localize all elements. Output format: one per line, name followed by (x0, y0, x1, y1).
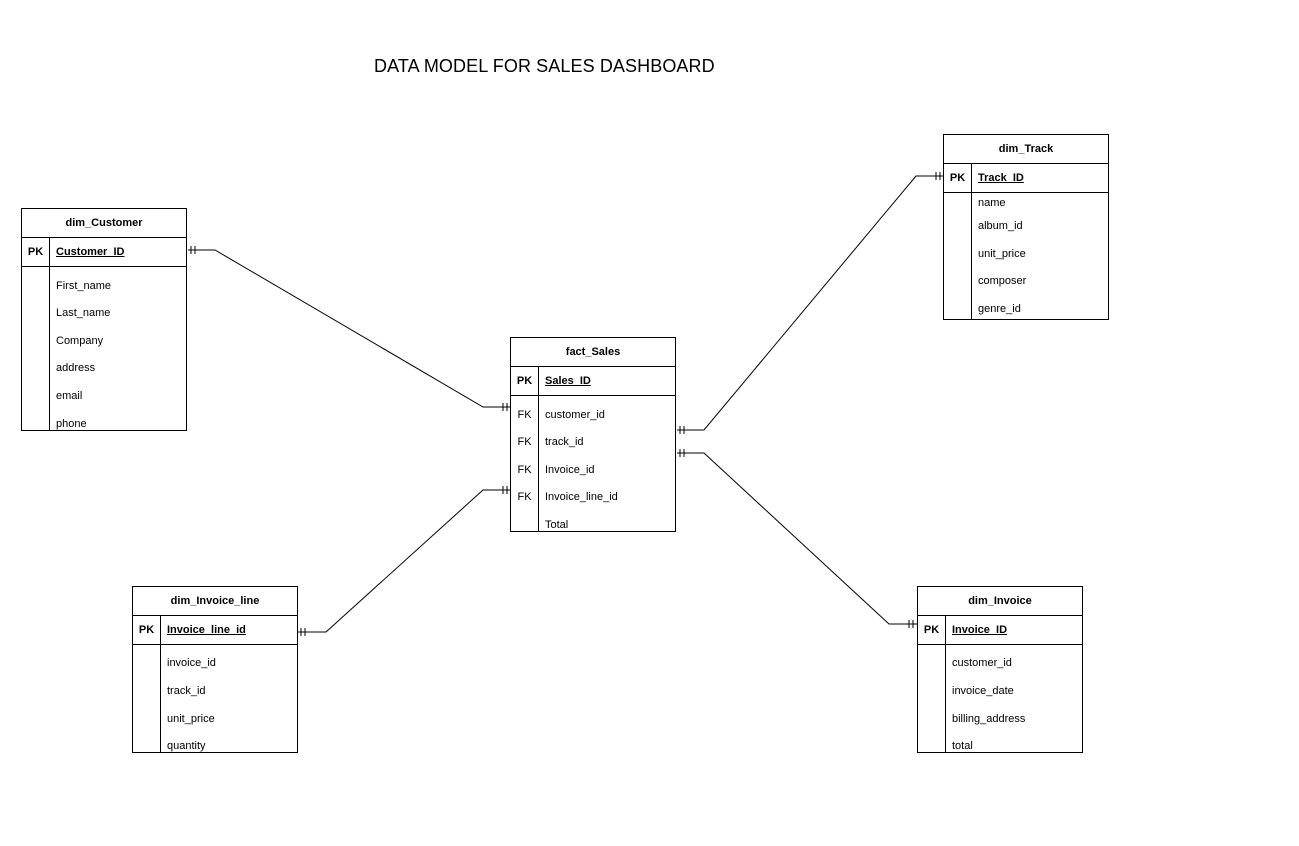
column-divider (945, 644, 946, 752)
entity-name: dim_Customer (22, 209, 186, 238)
column-divider (538, 367, 539, 395)
field-row[interactable]: FK customer_id (511, 405, 675, 425)
field-name: genre_id (978, 303, 1021, 315)
column-divider (160, 644, 161, 752)
column-divider (538, 395, 539, 531)
field-name: composer (978, 275, 1027, 287)
field-name: customer_id (952, 657, 1012, 669)
field-name: phone (56, 418, 87, 430)
primary-key-row[interactable]: PK Invoice_line_id (133, 616, 297, 645)
key-type-label: PK (27, 246, 44, 258)
column-divider (49, 266, 50, 430)
primary-key-row[interactable]: PK Track_ID (944, 164, 1108, 193)
field-name: email (56, 390, 83, 402)
field-row[interactable]: unit_price (944, 244, 1108, 264)
primary-key-field: Invoice_ID (952, 624, 1008, 636)
field-row[interactable]: track_id (133, 681, 297, 701)
primary-key-row[interactable]: PK Customer_ID (22, 238, 186, 267)
column-divider (971, 192, 972, 319)
relationship-invoice-sales (677, 449, 918, 628)
field-row[interactable]: invoice_date (918, 681, 1082, 701)
field-row[interactable]: address (22, 358, 186, 378)
field-row[interactable]: genre_id (944, 299, 1108, 319)
key-type-label: PK (516, 375, 533, 387)
field-name: billing_address (952, 713, 1026, 725)
column-divider (945, 616, 946, 644)
field-name: track_id (545, 436, 584, 448)
key-type-label: FK (517, 464, 532, 476)
diagram-title: DATA MODEL FOR SALES DASHBOARD (374, 56, 715, 76)
key-type-label: FK (517, 436, 532, 448)
entity-name: dim_Invoice_line (133, 587, 297, 616)
key-type-label: FK (517, 409, 532, 421)
column-divider (49, 238, 50, 266)
primary-key-row[interactable]: PK Sales_ID (511, 367, 675, 396)
field-row[interactable]: name (944, 193, 1108, 213)
field-name: Invoice_line_id (545, 491, 618, 503)
entity-name: fact_Sales (511, 338, 675, 367)
field-name: invoice_date (952, 685, 1014, 697)
relationship-track-sales (677, 172, 944, 434)
field-row[interactable]: composer (944, 271, 1108, 291)
field-name: unit_price (978, 248, 1026, 260)
field-name: First_name (56, 280, 112, 292)
key-type-label: PK (923, 624, 940, 636)
primary-key-field: Invoice_line_id (167, 624, 246, 636)
key-type-label: PK (949, 172, 966, 184)
column-divider (160, 616, 161, 644)
field-name: track_id (167, 685, 206, 697)
field-row[interactable]: billing_address (918, 709, 1082, 729)
field-name: album_id (978, 220, 1023, 232)
field-row[interactable]: FK Invoice_line_id (511, 487, 675, 507)
field-name: quantity (167, 740, 206, 752)
relationship-invoice-line-sales (298, 486, 511, 636)
primary-key-field: Track_ID (978, 172, 1024, 184)
field-row[interactable]: unit_price (133, 709, 297, 729)
field-name: Company (56, 335, 104, 347)
relationship-customer-sales (188, 246, 511, 411)
field-row[interactable]: First_name (22, 276, 186, 296)
field-name: name (978, 197, 1006, 209)
field-row[interactable]: Total (511, 515, 675, 535)
field-row[interactable]: total (918, 736, 1082, 756)
key-type-label: FK (517, 491, 532, 503)
primary-key-field: Sales_ID (545, 375, 591, 387)
field-name: unit_price (167, 713, 215, 725)
field-row[interactable]: Last_name (22, 303, 186, 323)
field-name: customer_id (545, 409, 605, 421)
primary-key-row[interactable]: PK Invoice_ID (918, 616, 1082, 645)
field-row[interactable]: customer_id (918, 653, 1082, 673)
field-name: total (952, 740, 973, 752)
field-row[interactable]: email (22, 386, 186, 406)
field-row[interactable]: phone (22, 414, 186, 434)
field-name: invoice_id (167, 657, 216, 669)
entity-name: dim_Track (944, 135, 1108, 164)
field-row[interactable]: album_id (944, 216, 1108, 236)
field-row[interactable]: Company (22, 331, 186, 351)
field-row[interactable]: quantity (133, 736, 297, 756)
field-name: Invoice_id (545, 464, 595, 476)
field-name: Total (545, 519, 569, 531)
column-divider (971, 164, 972, 192)
field-row[interactable]: FK track_id (511, 432, 675, 452)
primary-key-field: Customer_ID (56, 246, 125, 258)
field-row[interactable]: invoice_id (133, 653, 297, 673)
field-row[interactable]: FK Invoice_id (511, 460, 675, 480)
key-type-label: PK (138, 624, 155, 636)
field-name: Last_name (56, 307, 111, 319)
entity-name: dim_Invoice (918, 587, 1082, 616)
field-name: address (56, 362, 96, 374)
